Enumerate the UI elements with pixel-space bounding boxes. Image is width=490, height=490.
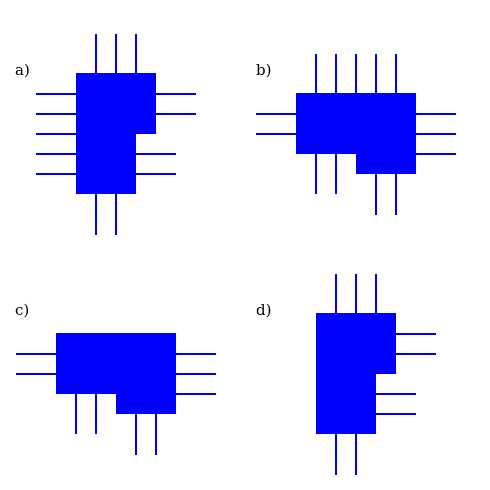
panel-a-pins — [36, 34, 196, 235]
panel-b: b) — [256, 54, 456, 215]
panel-b-component-body — [296, 93, 416, 174]
panel-b-label: b) — [256, 61, 271, 79]
panel-c: c) — [15, 301, 216, 455]
panel-c-pins — [16, 353, 216, 455]
panel-d-pins — [335, 274, 436, 475]
panel-d-component-body — [316, 313, 396, 434]
panel-c-component-body — [56, 333, 176, 414]
panel-d: d) — [256, 274, 436, 475]
panel-a: a) — [15, 34, 196, 235]
panel-c-label: c) — [15, 301, 29, 319]
panel-a-label: a) — [15, 61, 30, 79]
panel-a-component-body — [76, 73, 156, 194]
panel-d-label: d) — [256, 301, 271, 319]
panel-b-pins — [256, 54, 456, 215]
